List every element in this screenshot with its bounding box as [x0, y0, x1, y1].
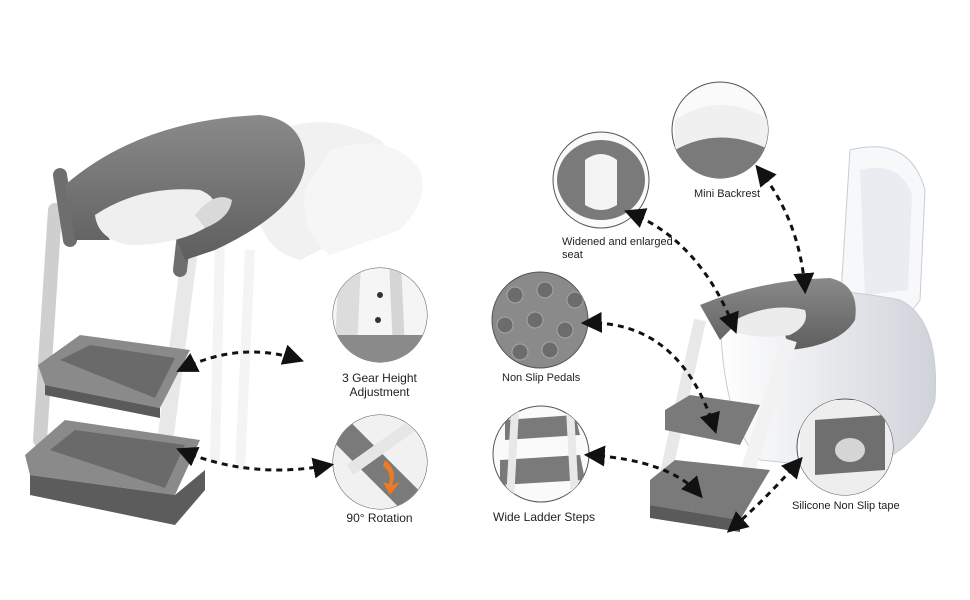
zoom-height-adjustment	[332, 267, 428, 363]
label-height-adjustment: 3 Gear Height Adjustment	[342, 371, 417, 399]
label-wide-ladder-steps: Wide Ladder Steps	[493, 510, 596, 524]
zoom-silicone-tape	[796, 398, 894, 496]
label-silicone-tape: Silicone Non Slip tape	[792, 500, 900, 512]
potty-ladder-left	[25, 115, 305, 525]
label-widened-seat: Widened and enlarged seat	[562, 236, 673, 261]
zoom-wide-ladder-steps	[492, 405, 590, 503]
zoom-rotation	[332, 414, 428, 510]
label-mini-backrest: Mini Backrest	[694, 188, 761, 200]
zoom-non-slip-pedals	[491, 271, 589, 369]
zoom-mini-backrest	[671, 81, 769, 179]
label-non-slip-pedals: Non Slip Pedals	[502, 372, 581, 384]
zoom-widened-seat	[552, 131, 650, 229]
label-rotation: 90° Rotation	[346, 511, 413, 525]
rotation-arrow-icon	[383, 460, 400, 495]
